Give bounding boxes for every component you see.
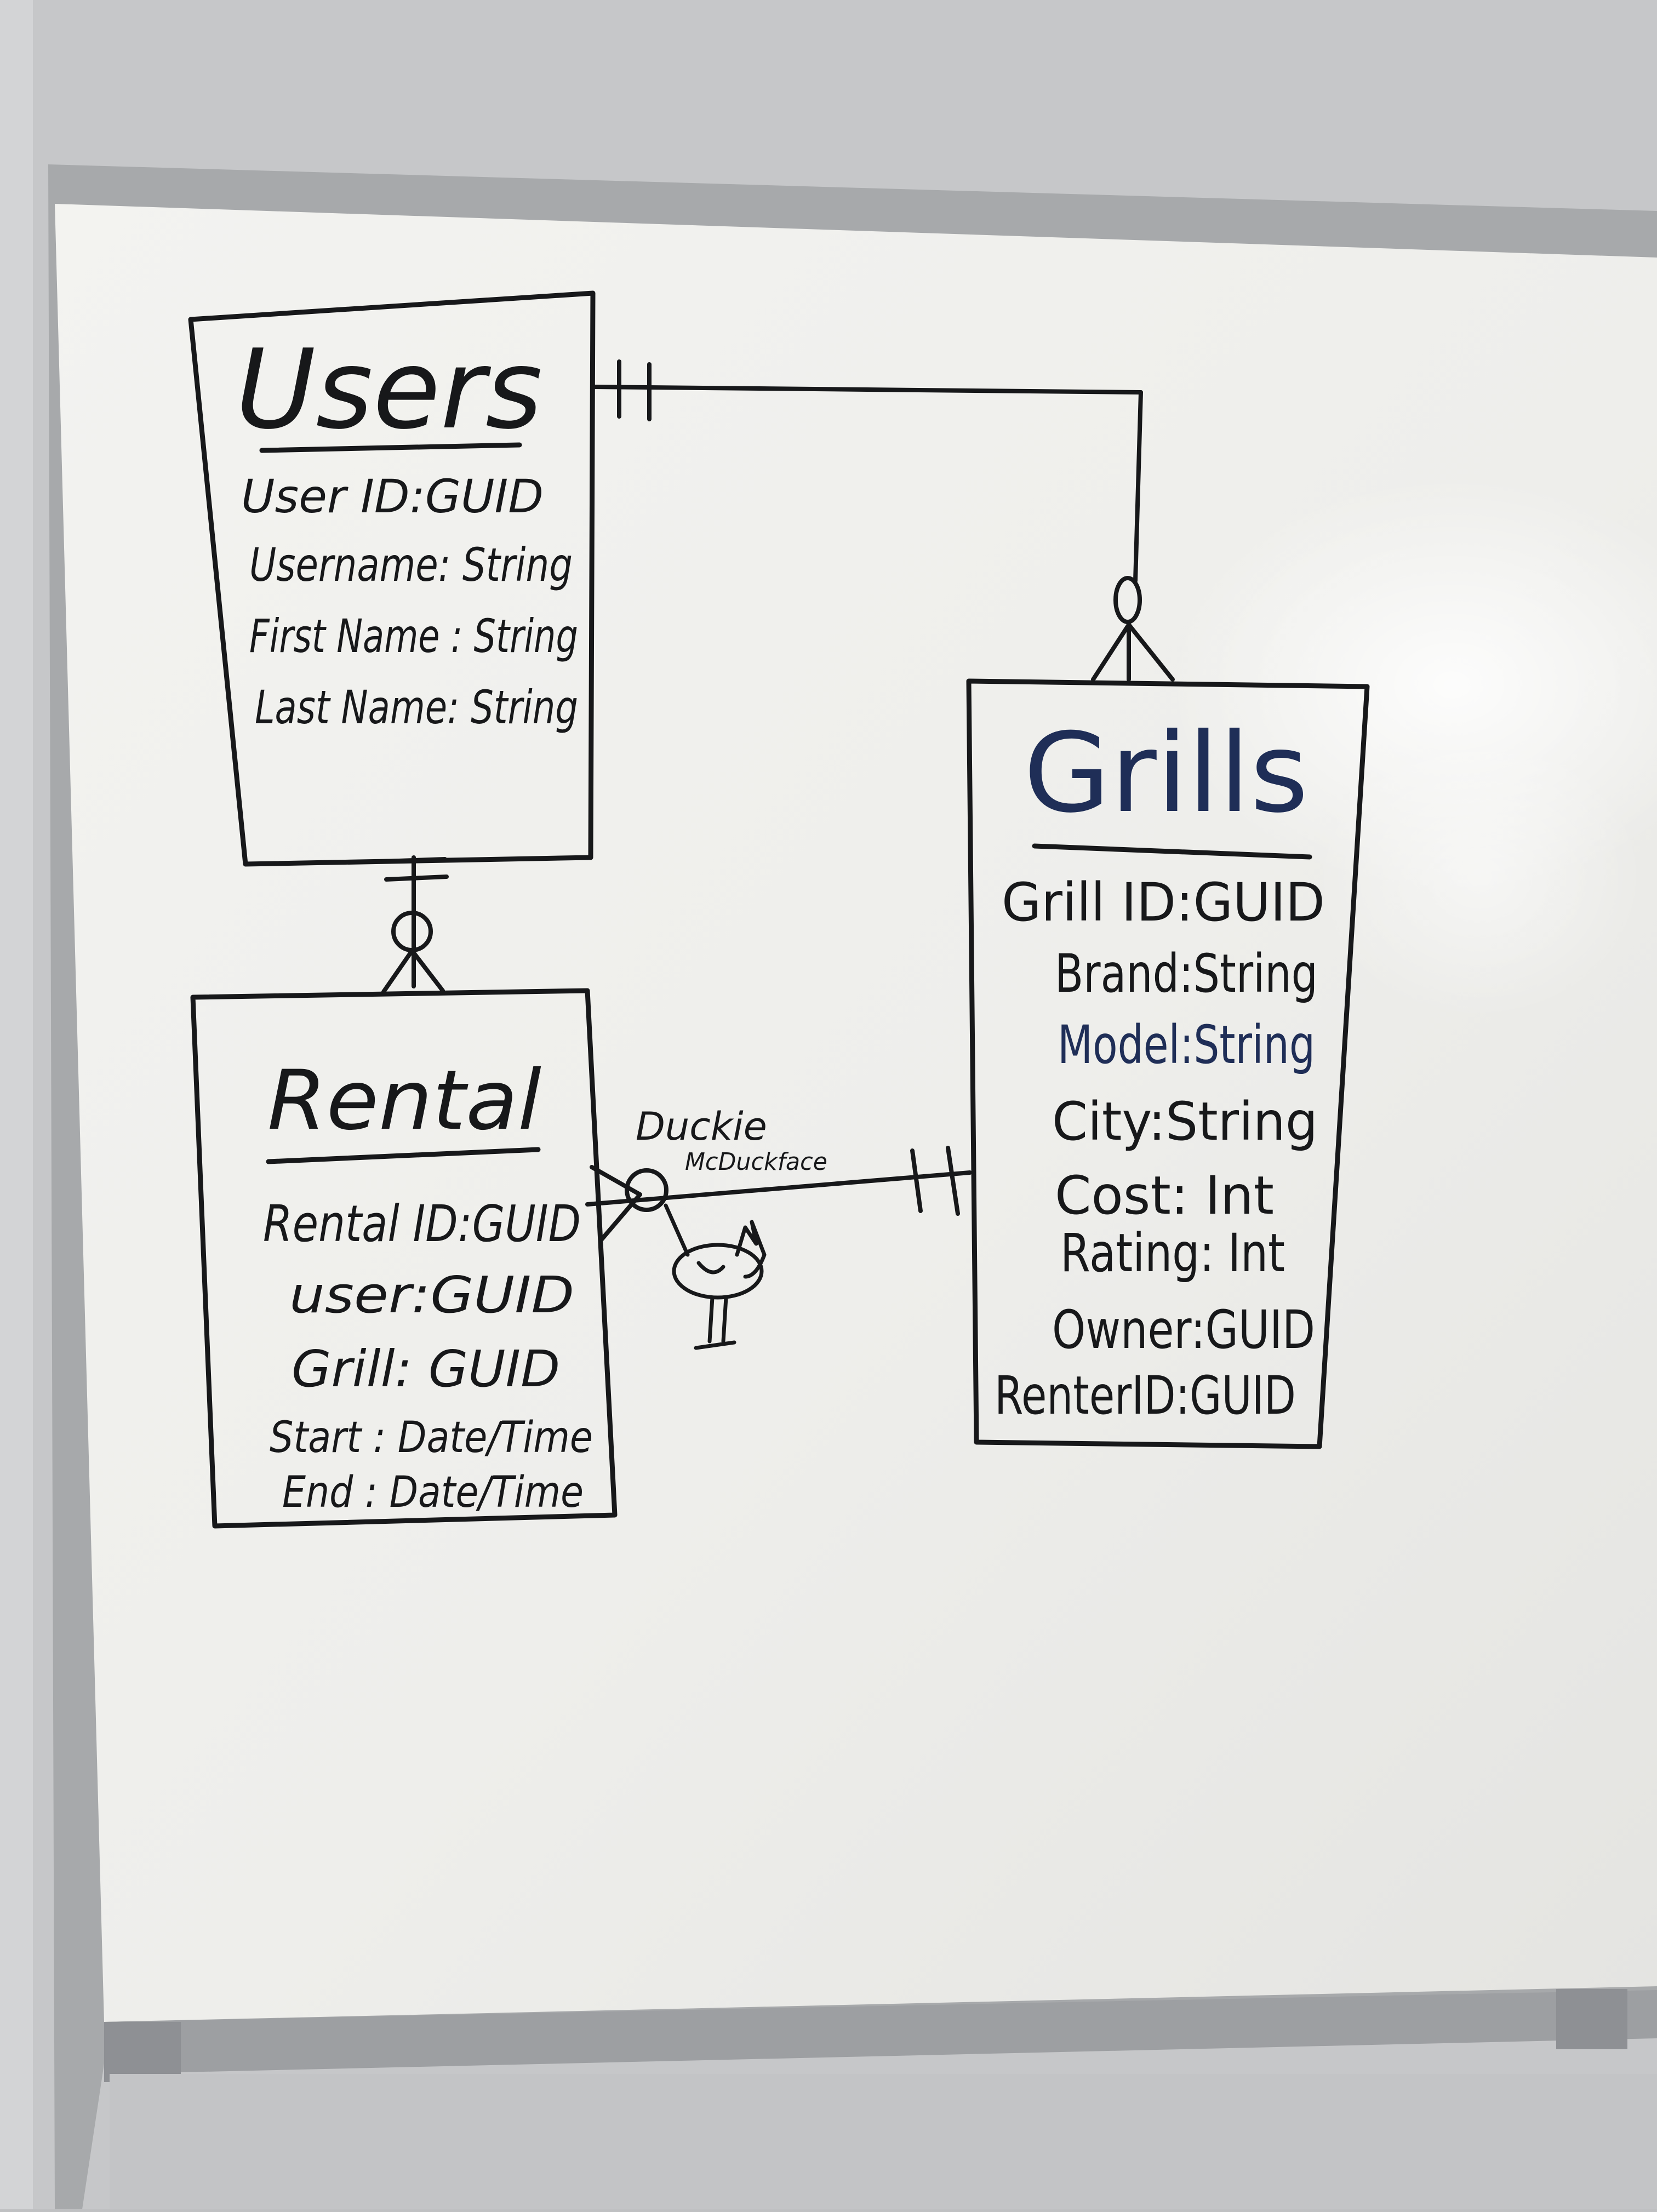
grills-field-8: RenterID:GUID	[995, 1365, 1296, 1426]
rental-crow-up	[590, 1165, 642, 1197]
users-grills-line-v	[1133, 390, 1143, 583]
grills-title-underline	[1032, 843, 1312, 860]
grills-fields: Grill ID:GUID Brand:String Model:String …	[995, 872, 1325, 1426]
users-entity	[188, 290, 596, 867]
duck-doodle	[664, 1203, 767, 1350]
users-rental-bar-2	[384, 874, 449, 882]
rental-grills-zero-circle	[625, 1168, 668, 1212]
grills-field-1: Grill ID:GUID	[1002, 872, 1325, 933]
users-grills-line-h	[591, 385, 1143, 395]
marker-tray	[104, 1990, 1657, 2074]
rental-grills-line	[585, 1170, 972, 1207]
rental-fields: Rental ID:GUID user:GUID Grill: GUID Sta…	[263, 1194, 593, 1517]
grills-field-3: Model:String	[1058, 1014, 1315, 1076]
users-grills-relationship	[591, 359, 1175, 682]
duck-head	[735, 1220, 767, 1279]
rental-box	[190, 988, 618, 1529]
tray-clip-right	[1556, 1989, 1627, 2049]
grills-field-4: City:String	[1052, 1091, 1318, 1152]
rental-crow-right	[410, 948, 445, 993]
board-glare-2	[1315, 734, 1644, 1019]
duck-label-2: McDuckface	[685, 1148, 827, 1176]
users-box	[188, 290, 596, 867]
grills-field-6: Rating: Int	[1060, 1222, 1285, 1284]
grills-entity	[966, 678, 1370, 1449]
users-field-1: User ID:GUID	[241, 470, 544, 523]
rental-title: Rental	[267, 1053, 541, 1148]
grills-one-bar-2	[946, 1146, 960, 1216]
rental-field-1: Rental ID:GUID	[263, 1194, 581, 1253]
grills-title: Grills	[1024, 710, 1309, 837]
users-field-2: Username: String	[249, 538, 573, 592]
rental-field-2: user:GUID	[289, 1266, 574, 1324]
lower-panel	[110, 2074, 1657, 2209]
duck-leg-1	[707, 1295, 715, 1344]
duck-label-1: Duckie	[636, 1104, 767, 1149]
rental-entity	[190, 988, 618, 1529]
users-rental-relationship	[381, 855, 449, 994]
rental-field-4: Start : Date/Time	[270, 1413, 593, 1462]
duck-wing	[696, 1261, 725, 1274]
tray-clip-left	[104, 2022, 181, 2082]
grills-crow-left	[1091, 622, 1131, 682]
grills-box	[966, 678, 1370, 1449]
users-title: Users	[236, 326, 542, 454]
grills-zero-circle	[1113, 576, 1142, 624]
rental-grills-relationship	[585, 1146, 972, 1242]
users-field-3: First Name : String	[249, 609, 578, 663]
users-title-underline	[259, 442, 522, 453]
duck-foot	[694, 1340, 736, 1350]
rental-field-3: Grill: GUID	[292, 1340, 560, 1398]
wall-left-panel	[0, 0, 33, 2209]
grills-field-2: Brand:String	[1055, 943, 1318, 1004]
grills-field-7: Owner:GUID	[1052, 1299, 1315, 1361]
users-fields: User ID:GUID Username: String First Name…	[241, 470, 578, 734]
rental-crow-left	[381, 948, 414, 994]
users-field-4: Last Name: String	[255, 681, 578, 734]
users-rental-bar-1	[381, 857, 447, 864]
duck-pointer-line	[664, 1203, 690, 1257]
grills-field-5: Cost: Int	[1055, 1165, 1274, 1226]
duck-body	[672, 1243, 764, 1300]
rental-title-underline	[266, 1147, 541, 1164]
grills-one-bar-1	[910, 1148, 923, 1213]
rental-field-5: End : Date/Time	[282, 1468, 584, 1517]
grills-crow-right	[1127, 622, 1175, 682]
duck-leg-2	[721, 1295, 728, 1344]
